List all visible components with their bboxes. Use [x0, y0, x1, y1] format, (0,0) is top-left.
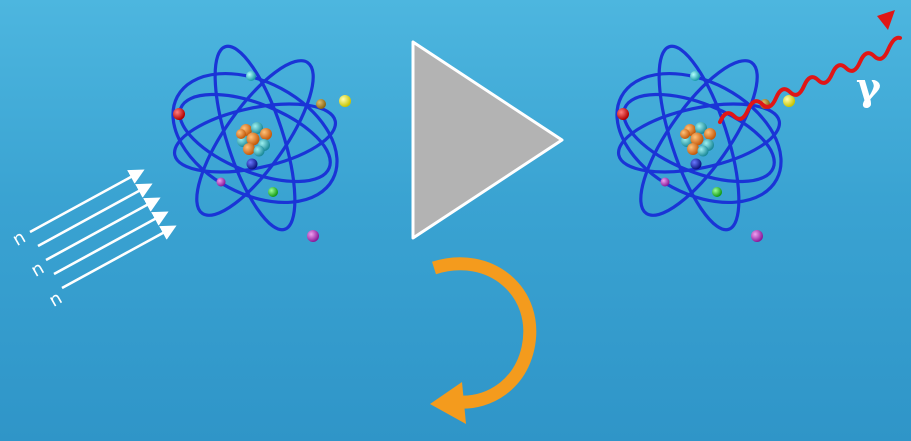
neutron-arrow: [54, 214, 164, 274]
neutron-arrow: [46, 200, 156, 260]
play-triangle-icon[interactable]: [413, 42, 562, 238]
atom-before: [151, 38, 359, 242]
neutron-arrows: [30, 172, 172, 288]
electron-yellow-before: [339, 95, 351, 107]
neutron-label: n: [46, 288, 66, 312]
rotate-arrow-icon[interactable]: [430, 264, 530, 424]
electron-yellow-after: [783, 95, 795, 107]
neutron-arrow: [30, 172, 140, 232]
neutron-label: n: [9, 227, 29, 251]
neutron-arrow: [62, 228, 172, 288]
neutron-arrow: [38, 186, 148, 246]
neutron-label: n: [28, 258, 48, 282]
atom-after: [595, 38, 803, 242]
gamma-label: γ: [856, 64, 882, 109]
